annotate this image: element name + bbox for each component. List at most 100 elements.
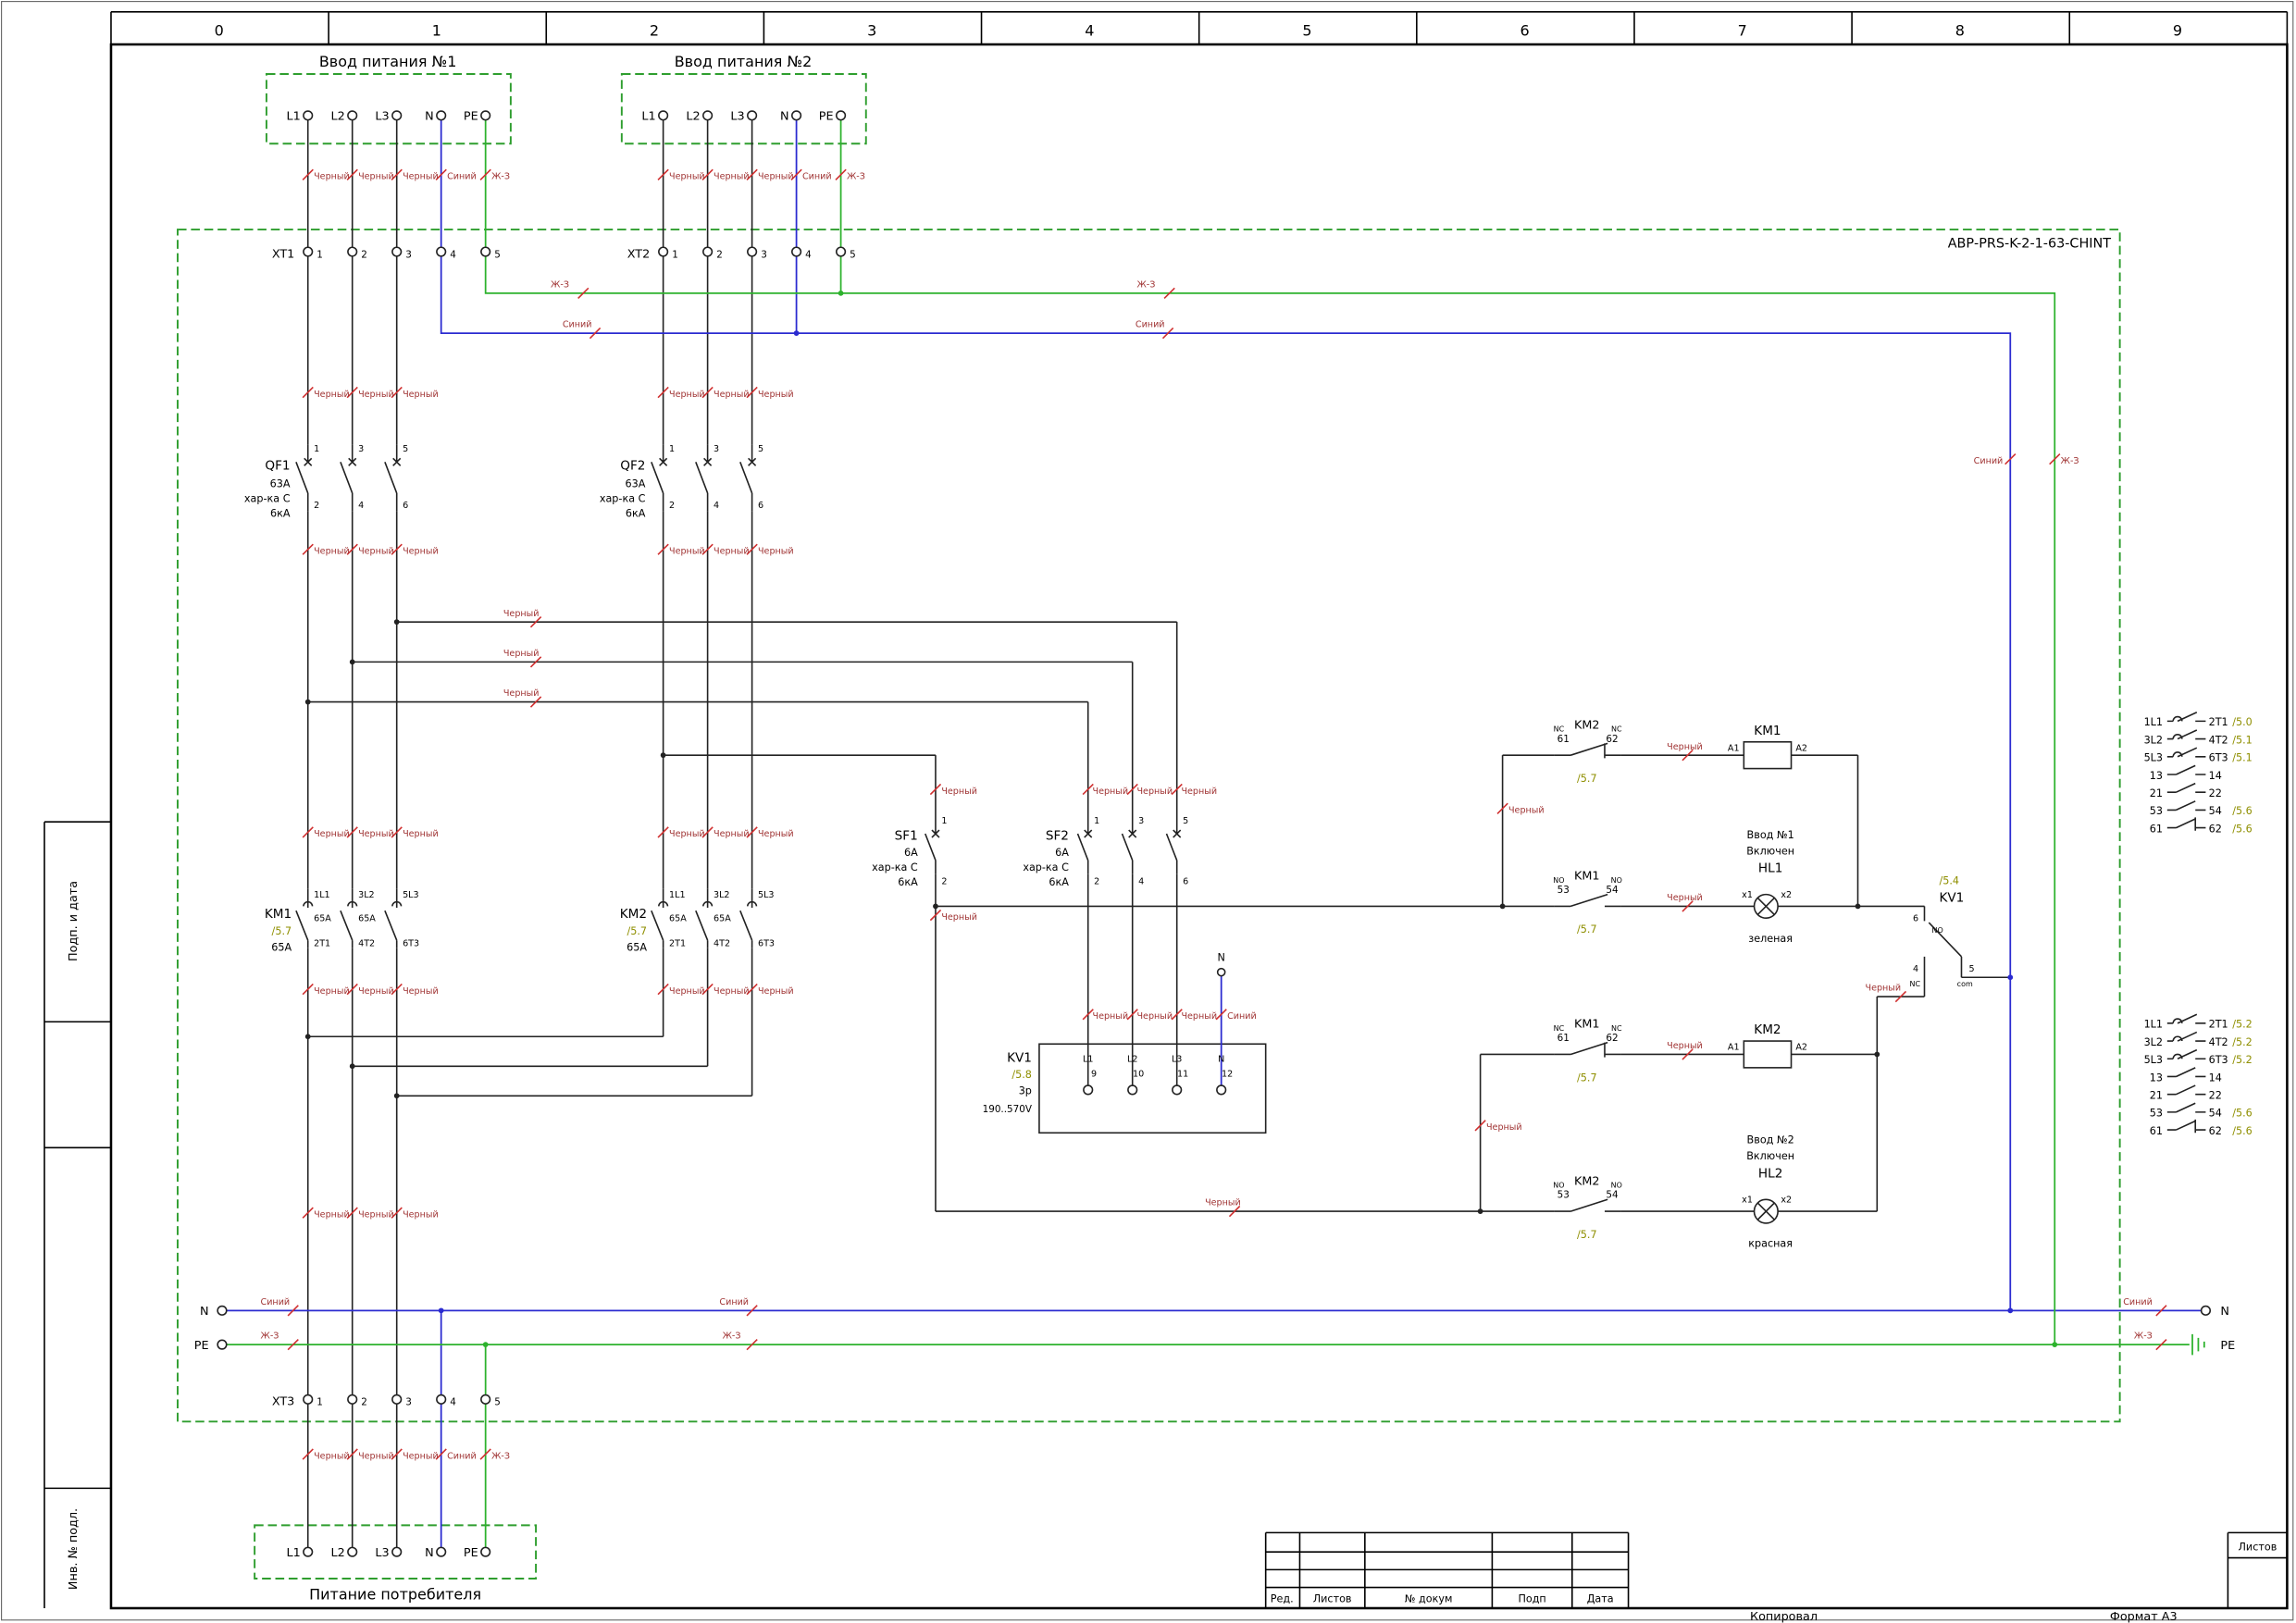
svg-text:53: 53 <box>2150 1108 2163 1120</box>
wire-color-marks <box>287 168 2167 1460</box>
svg-text:4: 4 <box>714 501 719 511</box>
svg-text:4T2: 4T2 <box>2209 1036 2228 1048</box>
svg-text:Черный: Черный <box>669 829 705 839</box>
svg-text:54: 54 <box>2209 805 2222 817</box>
svg-text:Синий: Синий <box>447 172 477 182</box>
svg-text:65А: 65А <box>358 913 376 923</box>
svg-text:Черный: Черный <box>358 986 394 997</box>
crossref-km2-glyphs <box>2166 1013 2206 1134</box>
svg-text:Черный: Черный <box>714 390 750 400</box>
svg-text:L2: L2 <box>330 1546 344 1560</box>
svg-text:65А: 65А <box>271 941 292 953</box>
svg-text:зеленая: зеленая <box>1748 933 1793 945</box>
svg-text:Черный: Черный <box>669 986 705 997</box>
input1-title: Ввод питания №1 <box>319 53 457 70</box>
svg-text:5: 5 <box>1302 21 1311 39</box>
svg-text:Черный: Черный <box>669 172 705 182</box>
svg-text:Дата: Дата <box>1587 1593 1614 1605</box>
svg-text:Черный: Черный <box>1181 787 1217 797</box>
svg-text:190..570V: 190..570V <box>983 1104 1033 1115</box>
svg-text:3: 3 <box>405 1397 412 1408</box>
svg-text:/5.7: /5.7 <box>1577 923 1597 935</box>
svg-text:N: N <box>780 110 789 124</box>
svg-text:Черный: Черный <box>714 547 750 557</box>
svg-text:Черный: Черный <box>403 829 439 839</box>
svg-text:Черный: Черный <box>314 1451 350 1461</box>
svg-text:53: 53 <box>1558 1190 1570 1201</box>
svg-text:L1: L1 <box>1083 1054 1093 1064</box>
svg-text:1: 1 <box>672 249 678 260</box>
svg-text:1: 1 <box>314 444 319 454</box>
svg-text:22: 22 <box>2209 787 2222 799</box>
svg-text:Листов: Листов <box>1313 1593 1352 1605</box>
svg-text:65А: 65А <box>669 913 687 923</box>
svg-text:Черный: Черный <box>314 172 350 182</box>
svg-text:3: 3 <box>867 21 876 39</box>
qf2-name: QF2 <box>620 458 645 473</box>
svg-text:Синий: Синий <box>802 172 832 182</box>
svg-text:Синий: Синий <box>447 1451 477 1461</box>
svg-text:1L1: 1L1 <box>669 890 686 900</box>
svg-text:5: 5 <box>1968 964 1974 974</box>
svg-text:1L1: 1L1 <box>2144 1019 2163 1031</box>
wiring-pe <box>226 119 2205 1548</box>
svg-text:/5.0: /5.0 <box>2232 716 2253 728</box>
svg-text:/5.2: /5.2 <box>2232 1036 2253 1048</box>
svg-text:2T1: 2T1 <box>2209 1019 2228 1031</box>
svg-text:Ж-З: Ж-З <box>1137 279 1156 290</box>
svg-text:Черный: Черный <box>403 390 439 400</box>
svg-text:NO: NO <box>1553 876 1564 885</box>
svg-text:Черный: Черный <box>941 787 977 797</box>
svg-text:/5.8: /5.8 <box>1011 1069 1032 1081</box>
svg-text:Синий: Синий <box>719 1297 749 1307</box>
svg-text:красная: красная <box>1748 1238 1793 1250</box>
svg-text:14: 14 <box>2209 770 2222 782</box>
svg-text:21: 21 <box>2150 787 2163 799</box>
svg-text:Синий: Синий <box>1136 320 1165 330</box>
svg-text:3: 3 <box>358 444 364 454</box>
sheets-label: Листов <box>2239 1542 2277 1554</box>
svg-text:5L3: 5L3 <box>758 890 775 900</box>
km1-coil <box>1743 740 1793 770</box>
svg-text:Черный: Черный <box>503 649 540 659</box>
kv1-name: KV1 <box>1007 1050 1032 1065</box>
svg-text:61: 61 <box>2150 823 2163 835</box>
svg-text:1L1: 1L1 <box>2144 716 2163 728</box>
svg-text:61: 61 <box>1558 734 1570 745</box>
svg-text:Черный: Черный <box>758 547 794 557</box>
svg-text:2: 2 <box>669 501 675 511</box>
svg-text:4: 4 <box>1085 21 1094 39</box>
svg-text:54: 54 <box>1606 1190 1619 1201</box>
svg-text:NO: NO <box>1931 926 1942 935</box>
consumer-box <box>254 1524 538 1580</box>
svg-text:0: 0 <box>215 21 224 39</box>
svg-text:2: 2 <box>716 249 723 260</box>
svg-text:Черный: Черный <box>314 986 350 997</box>
svg-text:6А: 6А <box>1055 847 1069 859</box>
svg-text:65А: 65А <box>714 913 731 923</box>
svg-text:8: 8 <box>1955 21 1965 39</box>
svg-text:PE: PE <box>464 1546 478 1560</box>
svg-text:5: 5 <box>758 444 763 454</box>
hl2-name: HL2 <box>1758 1166 1782 1181</box>
svg-text:Черный: Черный <box>758 390 794 400</box>
svg-text:5: 5 <box>403 444 408 454</box>
svg-text:L3: L3 <box>375 110 389 124</box>
svg-text:Черный: Черный <box>1205 1198 1241 1208</box>
svg-text:13: 13 <box>2150 770 2163 782</box>
svg-text:Черный: Черный <box>403 1451 439 1461</box>
svg-text:Черный: Черный <box>1508 806 1545 816</box>
svg-text:Черный: Черный <box>403 986 439 997</box>
svg-text:61: 61 <box>1558 1033 1570 1044</box>
kv1-contact-name: KV1 <box>1939 891 1964 906</box>
svg-text:KM2: KM2 <box>1574 718 1600 732</box>
km2-coil-name: KM2 <box>1754 1022 1781 1037</box>
aux-contacts <box>1554 742 1621 1212</box>
